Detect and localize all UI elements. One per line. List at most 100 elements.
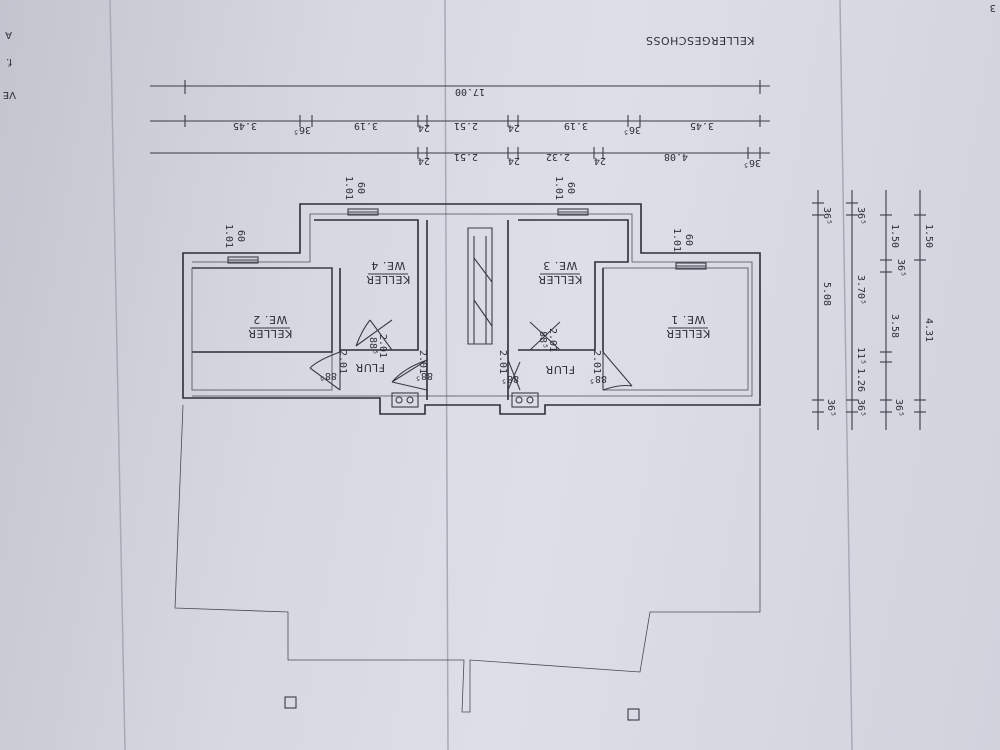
dimension-label: 4.08 <box>664 151 688 162</box>
edge-text: f. <box>6 56 12 67</box>
room-name: KELLER <box>538 273 583 286</box>
door-label: 2.01 <box>497 350 508 374</box>
room-name: KELLER <box>666 327 711 340</box>
door-label: 2.01 <box>547 328 558 352</box>
light-well-left <box>391 392 419 408</box>
marker-square <box>284 696 297 709</box>
room-keller-we1: KELLER WE. 1 <box>666 313 711 340</box>
door-keller1: 88⁵ 2.01 <box>589 350 633 391</box>
dimension-row-overall: 17.00 <box>150 80 770 97</box>
window-4: 1.01 60 <box>671 228 707 270</box>
window-2: 1.01 60 <box>343 176 379 216</box>
door-label: 88⁵ <box>415 370 433 381</box>
door-keller4: 88⁵ 2.01 <box>355 319 393 358</box>
interior-walls <box>191 219 749 400</box>
dimension-label: 24 <box>418 155 430 166</box>
door-label: 2.01 <box>591 350 602 374</box>
dimension-label: 2.51 <box>454 120 478 131</box>
window-label: 1.01 <box>671 228 682 252</box>
paper-fold-line <box>109 0 126 750</box>
dimension-label: 2.32 <box>546 151 570 162</box>
dimension-label: 36⁵ <box>895 259 906 277</box>
plan-title: KELLERGESCHOSS <box>645 34 754 47</box>
dimension-label: 3.19 <box>354 120 378 131</box>
window-label: 1.01 <box>223 224 234 248</box>
dimension-label: 3.45 <box>233 120 257 131</box>
door-label: 88⁵ <box>589 373 607 384</box>
door-flur-left: 88⁵ 2.01 <box>391 350 433 391</box>
window-label: 60 <box>355 182 366 194</box>
window-label: 60 <box>235 230 246 242</box>
dimension-label: 24 <box>508 155 520 166</box>
dimension-label: 1.50 <box>889 224 900 248</box>
dimension-label: 3.19 <box>564 120 588 131</box>
door-keller3: 88⁵ 2.01 <box>529 321 561 352</box>
dimension-label: 24 <box>594 155 606 166</box>
window-3: 1.01 60 <box>553 176 589 216</box>
building-outline <box>182 203 761 415</box>
room-unit: WE. 3 <box>543 259 578 272</box>
dimension-column-a: 1.50 4.31 36⁵ <box>893 190 934 430</box>
dimension-label: 11⁵ <box>855 347 866 365</box>
door-label: 2.01 <box>417 350 428 374</box>
room-keller-we4: KELLER WE. 4 <box>366 259 411 286</box>
dimension-label: 24 <box>418 122 430 133</box>
dimension-label: 4.31 <box>923 318 934 342</box>
window-label: 60 <box>683 234 694 246</box>
dimension-label: 36⁵ <box>743 157 761 168</box>
door-label: 88⁵ <box>537 331 548 349</box>
dimension-label: 2.51 <box>454 151 478 162</box>
dimension-label: 36⁵ <box>293 124 311 135</box>
room-keller-we2: KELLER WE. 2 <box>248 313 293 340</box>
door-label: 2.01 <box>337 350 348 374</box>
dimension-label: 1.50 <box>923 224 934 248</box>
dimension-row-2: 3.45 36⁵ 3.19 24 2.51 24 3.19 36⁵ 3.45 <box>150 115 770 135</box>
dimension-label: 3.58 <box>889 314 900 338</box>
window-label: 60 <box>565 182 576 194</box>
paper-fold-line <box>839 0 853 750</box>
room-unit: WE. 4 <box>371 259 406 272</box>
dimension-label: 36⁵ <box>855 399 866 417</box>
dimension-label: 1.26 <box>855 368 866 392</box>
dimension-label: 36⁵ <box>893 399 904 417</box>
room-flur-left: FLUR <box>355 361 385 374</box>
dimension-label: 5.08 <box>821 282 832 306</box>
door-keller2: 88⁵ 2.01 <box>309 350 348 391</box>
dimension-label: 36⁵ <box>623 124 641 135</box>
staircase <box>467 227 493 345</box>
room-name: KELLER <box>248 327 293 340</box>
dimension-label: 36⁵ <box>825 399 836 417</box>
marker-square <box>627 708 640 721</box>
dimension-label: 3.45 <box>690 120 714 131</box>
room-flur-right: FLUR <box>545 363 575 376</box>
room-keller-we3: KELLER WE. 3 <box>538 259 583 286</box>
paper-fold-line <box>444 0 449 750</box>
edge-text: 3 <box>990 2 996 13</box>
dimension-label: 36⁵ <box>855 207 866 225</box>
dimension-label: 36⁵ <box>821 207 832 225</box>
dimension-column-b: 1.50 36⁵ 3.58 11⁵ 1.26 36⁵ <box>855 190 906 430</box>
dimension-column-d: 36⁵ 5.08 <box>812 190 832 430</box>
dimension-row-3: 24 2.51 24 2.32 24 4.08 36⁵ <box>150 147 770 168</box>
edge-text: VE <box>3 89 16 100</box>
room-unit: WE. 2 <box>253 313 288 326</box>
dimension-label: 24 <box>508 122 520 133</box>
window-label: 1.01 <box>343 176 354 200</box>
door-label: 88⁵ <box>367 337 378 355</box>
light-well-right <box>511 392 539 408</box>
dimension-label: 3.70⁵ <box>855 275 866 305</box>
dimension-column-c: 36⁵ 3.70⁵ 36⁵ <box>825 190 866 430</box>
door-label: 88⁵ <box>501 373 519 384</box>
door-flur-right: 88⁵ 2.01 <box>497 350 521 391</box>
dimension-label: 17.00 <box>455 86 485 97</box>
room-unit: WE. 1 <box>671 313 706 326</box>
door-label: 2.01 <box>377 334 388 358</box>
window-1: 1.01 60 <box>223 224 259 264</box>
room-name: KELLER <box>366 273 411 286</box>
window-label: 1.01 <box>553 176 564 200</box>
terrace-outline <box>174 404 761 713</box>
edge-text: A <box>5 29 12 40</box>
door-label: 88⁵ <box>319 370 337 381</box>
